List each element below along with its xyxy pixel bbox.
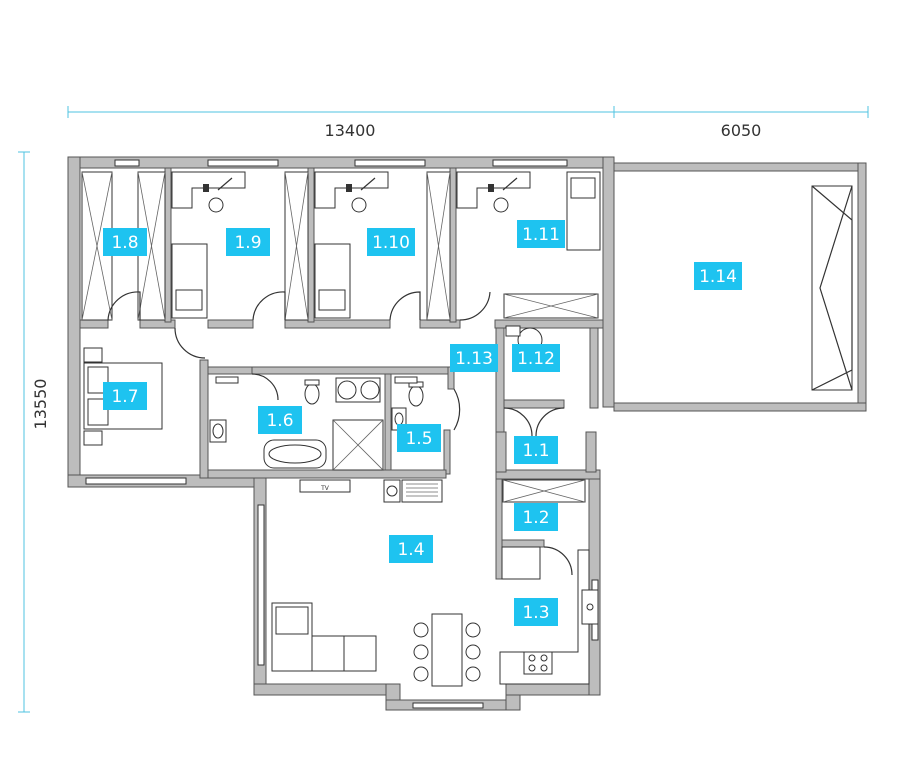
room-label-1-5: 1.5 xyxy=(405,429,432,449)
interior-walls xyxy=(79,167,604,580)
room-label-1-3: 1.3 xyxy=(522,603,549,623)
room-label-1-8: 1.8 xyxy=(111,233,138,253)
room-label-box-1-6 xyxy=(258,406,302,434)
room-label-1-13: 1.13 xyxy=(455,349,493,369)
dimension-left: 13550 xyxy=(31,379,50,430)
wardrobes xyxy=(81,171,599,503)
room-labels: 1.8 1.9 1.10 1.11 1.14 1.13 1.12 1.7 1.6… xyxy=(103,220,742,626)
room-label-box-1-8 xyxy=(103,228,147,256)
beds xyxy=(83,171,601,446)
room-label-1-4: 1.4 xyxy=(397,540,424,560)
room-label-1-10: 1.10 xyxy=(372,233,410,253)
room-label-1-14: 1.14 xyxy=(699,267,737,287)
room-label-box-1-13 xyxy=(450,344,498,372)
room-label-box-1-7 xyxy=(103,382,147,410)
bathroom-fixtures xyxy=(209,376,424,471)
living-furniture: TV xyxy=(271,479,481,687)
room-label-box-1-3 xyxy=(514,598,558,626)
room-label-box-1-10 xyxy=(367,228,415,256)
room-label-box-1-12 xyxy=(512,344,560,372)
room-label-box-1-4 xyxy=(389,535,433,563)
room-label-box-1-9 xyxy=(226,228,270,256)
room-label-box-1-11 xyxy=(517,220,565,248)
tv-label: TV xyxy=(320,485,330,492)
room-label-box-1-1 xyxy=(514,436,558,464)
room-label-box-1-2 xyxy=(514,503,558,531)
desks xyxy=(171,171,531,213)
dimension-top-left: 13400 xyxy=(325,121,376,140)
door-swings xyxy=(107,291,573,576)
room-label-1-1: 1.1 xyxy=(522,441,549,461)
room-label-box-1-14 xyxy=(694,262,742,290)
car xyxy=(811,185,853,391)
room-label-1-2: 1.2 xyxy=(522,508,549,528)
kitchen-units xyxy=(499,546,599,685)
room-label-box-1-5 xyxy=(397,424,441,452)
dimension-lines xyxy=(18,106,869,713)
room-label-1-12: 1.12 xyxy=(517,349,555,369)
room-label-1-9: 1.9 xyxy=(234,233,261,253)
room-label-1-7: 1.7 xyxy=(111,387,138,407)
room-label-1-11: 1.11 xyxy=(522,225,560,245)
dimension-top-right: 6050 xyxy=(721,121,762,140)
room-label-1-6: 1.6 xyxy=(266,411,293,431)
